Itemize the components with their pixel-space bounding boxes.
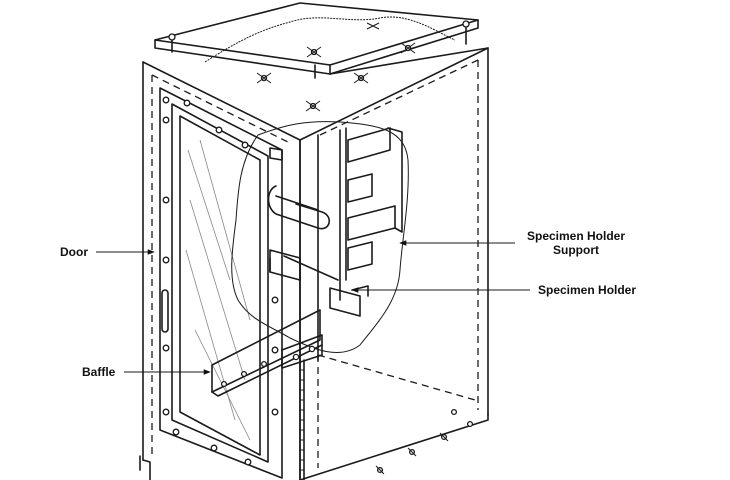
specimen-holder-support-label-line2: Support (553, 243, 599, 257)
specimen-holder-support-label-line1: Specimen Holder (527, 229, 625, 243)
fastener-icon (366, 22, 380, 30)
corner-post (299, 359, 305, 480)
fastener-icon (306, 46, 322, 58)
door (159, 87, 283, 479)
cabinet-body (139, 47, 489, 480)
fastener-icon (400, 42, 416, 54)
specimen-holder-label: Specimen Holder (538, 283, 636, 297)
cutaway-interior (231, 121, 409, 361)
fastener-icon (256, 72, 272, 84)
fastener-icon (305, 100, 321, 112)
door-label: Door (60, 245, 88, 259)
baffle-label: Baffle (82, 365, 116, 379)
leader-lines (96, 240, 530, 375)
fastener-icon (353, 72, 369, 84)
floor-fasteners (375, 408, 474, 475)
specimen-holder-support (347, 127, 403, 271)
top-lid (154, 2, 479, 79)
lid-fasteners (256, 22, 416, 112)
baffle (211, 309, 323, 397)
